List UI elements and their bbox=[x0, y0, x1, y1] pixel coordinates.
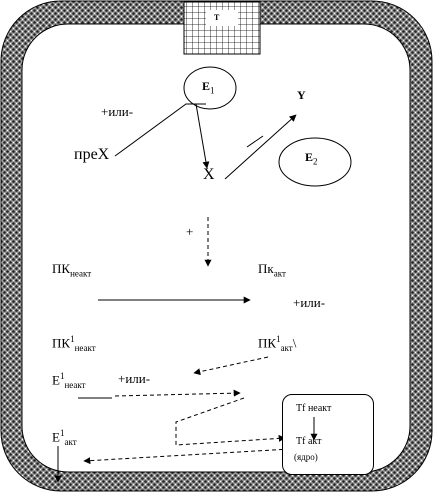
pk1-to-e1-arrow bbox=[193, 356, 269, 376]
y-label: Y bbox=[297, 88, 306, 102]
tf-inactive-label: Tf неакт bbox=[296, 403, 332, 414]
tf-active-label: Tf акт bbox=[296, 436, 322, 447]
enzyme1-label: E1 bbox=[202, 79, 215, 96]
nucleus-label: (ядро) bbox=[294, 452, 318, 462]
e1-inactive-label: E1неакт bbox=[52, 371, 86, 390]
prex-label: преX bbox=[74, 146, 110, 163]
enzyme2-label: E2 bbox=[305, 150, 318, 167]
x-label: X bbox=[203, 166, 215, 183]
pk-inactive-label: ПКнеакт bbox=[52, 261, 92, 279]
x-to-y-tick bbox=[246, 135, 264, 148]
plus-minus-low-label: +или- bbox=[118, 371, 151, 386]
x-to-y-arrow bbox=[224, 114, 297, 180]
pk-active-label: Пкакт bbox=[258, 261, 286, 279]
plus-label: + bbox=[186, 224, 194, 239]
pk1-inactive-label: ПК1неакт bbox=[52, 334, 96, 353]
e1-active-label: E1акт bbox=[52, 428, 77, 447]
plus-minus-mid-label: +или- bbox=[293, 295, 326, 310]
e1-to-x-arrow bbox=[195, 103, 210, 169]
transporter-label: T bbox=[214, 13, 220, 22]
nucleus-back-arrow bbox=[83, 448, 291, 465]
e1-step-line bbox=[175, 397, 286, 446]
nucleus-box bbox=[282, 394, 374, 475]
pk1-active-label: ПК1акт\ bbox=[258, 334, 297, 353]
prex-to-e1-line bbox=[114, 103, 206, 157]
enzyme2-ellipse bbox=[278, 137, 352, 187]
plus-minus-top-label: +или- bbox=[101, 104, 134, 119]
enzyme1-ellipse bbox=[183, 66, 237, 110]
